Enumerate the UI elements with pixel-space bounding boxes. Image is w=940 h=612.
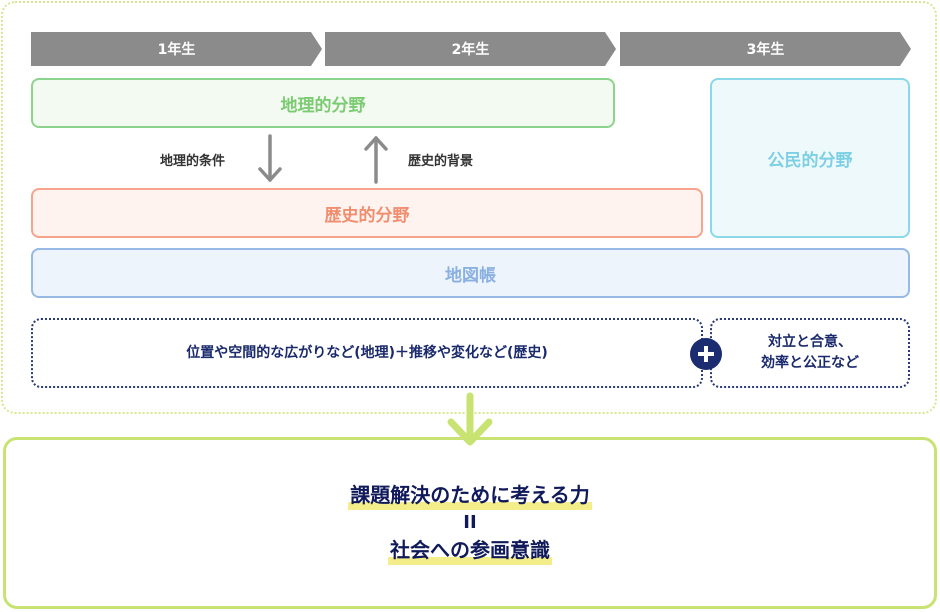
historical-background-label: 歴史的背景 — [408, 154, 474, 169]
outcome-line-2: 社会への参画意識 — [388, 536, 552, 566]
civics-field-box: 公民的分野 — [710, 78, 910, 238]
civics-perspectives-box: 対立と合意、 効率と公正など — [710, 318, 910, 388]
civics-perspectives-line-1: 対立と合意、 — [768, 334, 852, 350]
atlas-label: 地図帳 — [445, 265, 496, 286]
grade-2-banner: 2年生 — [325, 32, 616, 66]
history-field-label: 歴史的分野 — [324, 205, 410, 226]
outcome-line-1: 課題解決のために考える力 — [348, 480, 592, 510]
grade-1-label: 1年生 — [157, 42, 196, 58]
plus-icon — [690, 338, 722, 370]
atlas-box: 地図帳 — [31, 248, 910, 298]
geographic-conditions-label: 地理的条件 — [160, 154, 226, 169]
civics-perspectives-line-2: 効率と公正など — [761, 355, 859, 371]
chevron-down-icon — [447, 392, 493, 446]
civics-field-label: 公民的分野 — [767, 150, 853, 171]
outcome-box: 課題解決のために考える力 II 社会への参画意識 — [3, 437, 937, 609]
grade-2-label: 2年生 — [451, 42, 490, 58]
grade-1-banner: 1年生 — [31, 32, 322, 66]
perspectives-box: 位置や空間的な広がりなど(地理)＋推移や変化など(歴史) — [31, 318, 703, 388]
arrow-up-icon — [364, 136, 388, 184]
geography-field-label: 地理的分野 — [280, 95, 366, 116]
equals-sign: II — [463, 511, 477, 533]
grade-3-label: 3年生 — [746, 42, 785, 58]
history-field-box: 歴史的分野 — [31, 188, 703, 238]
geography-field-box: 地理的分野 — [31, 78, 615, 128]
grade-3-banner: 3年生 — [620, 32, 911, 66]
perspectives-text: 位置や空間的な広がりなど(地理)＋推移や変化など(歴史) — [186, 344, 548, 361]
arrow-down-icon — [258, 134, 282, 182]
